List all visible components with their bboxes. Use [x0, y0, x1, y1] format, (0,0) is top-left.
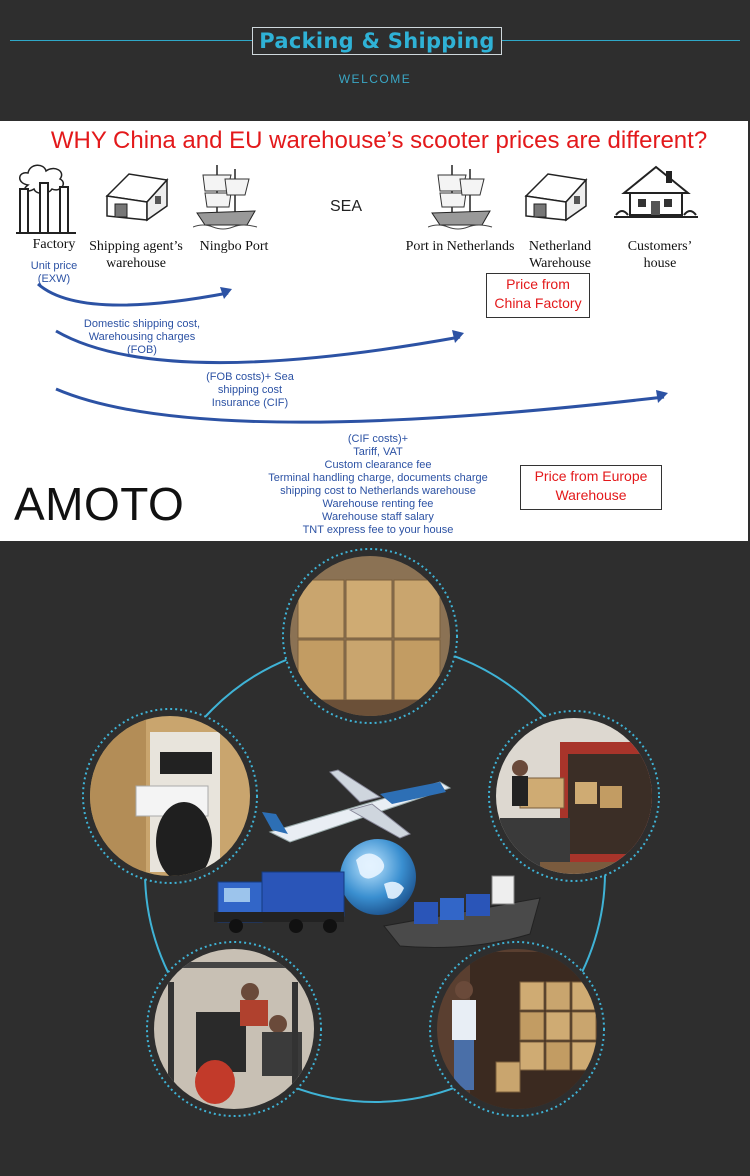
sailing-ship-icon [193, 165, 258, 230]
welcome-subtitle: WELCOME [338, 72, 412, 86]
sailing-ship-icon [428, 165, 493, 230]
globe-icon [340, 839, 416, 915]
gallery-graphic [82, 548, 660, 1117]
note-eu-line: Tariff, VAT [353, 446, 403, 458]
note-eu-line: Warehouse staff salary [322, 511, 434, 523]
arrow-exw [37, 282, 229, 307]
brand-logo: AMOTO [14, 478, 185, 530]
node-label-shipping-agent: Shipping agent’s warehouse [89, 239, 183, 271]
truck-icon [214, 871, 345, 933]
packing-gallery [0, 542, 750, 1176]
note-eu-line: Warehouse renting fee [322, 498, 434, 510]
diagram-headline: WHY China and EU warehouse’s scooter pri… [50, 127, 708, 154]
arrow-fob [55, 329, 461, 365]
cargo-ship-icon [383, 875, 541, 948]
node-label-ningbo-port: Ningbo Port [199, 239, 269, 254]
price-diagram: WHY China and EU warehouse’s scooter pri… [0, 121, 748, 541]
price-box-china: Price from China Factory [486, 273, 590, 318]
container-boxes-photo [429, 941, 605, 1117]
note-fob: Domestic shipping cost, Warehousing char… [83, 318, 201, 356]
warehouse-icon [105, 173, 169, 222]
node-label-port-netherlands: Port in Netherlands [405, 239, 515, 254]
node-label-customers-house: Customers’ house [627, 239, 693, 271]
house-icon [614, 165, 698, 218]
node-label-factory: Factory [32, 237, 76, 252]
airplane-icon [262, 769, 452, 843]
note-cif: (FOB costs)+ Sea shipping cost Insurance… [206, 371, 294, 409]
flow-arrows [37, 282, 668, 424]
workers-packing-photo [146, 941, 322, 1117]
arrow-head [220, 287, 232, 299]
arrow-head [452, 330, 464, 343]
price-box-europe: Price from Europe Warehouse [520, 465, 662, 510]
stacked-boxes-photo [282, 548, 458, 724]
sea-label: SEA [330, 198, 363, 215]
scooter-in-box-photo [82, 708, 258, 884]
note-eu-line: (CIF costs)+ [347, 433, 409, 445]
arrow-cif [55, 387, 665, 424]
note-eu-line: Terminal handling charge, documents char… [268, 472, 488, 484]
header: Packing & Shipping WELCOME [0, 0, 750, 120]
note-eu-costs: (CIF costs)+ Tariff, VAT Custom clearanc… [258, 433, 498, 537]
header-line-right [502, 40, 740, 41]
warehouse-icon [524, 173, 588, 222]
note-exw: Unit price (EXW) [30, 260, 78, 285]
section-title: Packing & Shipping [252, 27, 502, 55]
node-label-netherland-warehouse: Netherland Warehouse [528, 239, 592, 271]
note-eu-line: shipping cost to Netherlands warehouse [280, 485, 476, 497]
factory-icon [16, 164, 76, 234]
arrow-head [656, 390, 668, 403]
note-eu-line: TNT express fee to your house [302, 524, 454, 536]
container-loading-photo [488, 710, 660, 882]
header-line-left [10, 40, 252, 41]
note-eu-line: Custom clearance fee [324, 459, 432, 471]
logistics-globe-icon [214, 769, 541, 948]
